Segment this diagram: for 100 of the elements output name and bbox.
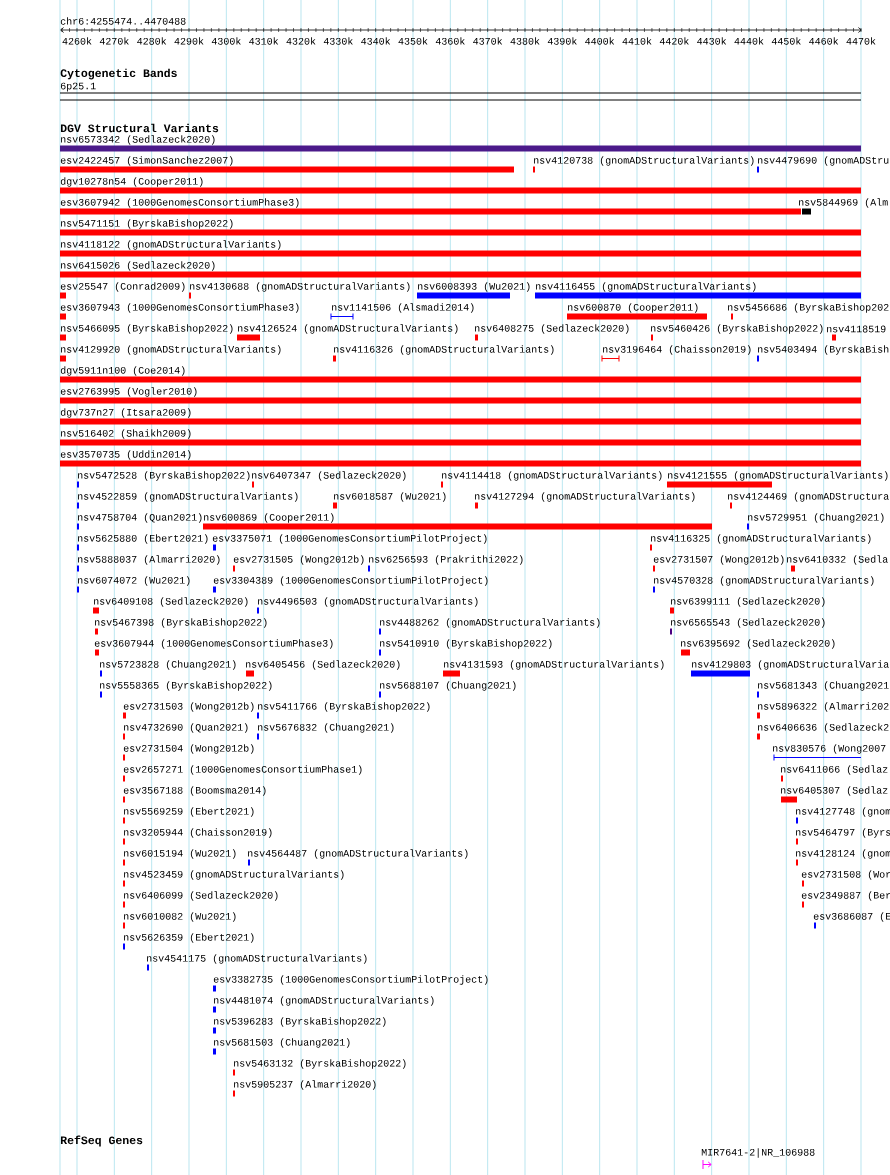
variant-label: esv2349887 (Ber <box>801 891 890 901</box>
variant-label: nsv5625880 (Ebert2021) <box>78 534 208 544</box>
variant-label: nsv6573342 (Sedlazeck2020) <box>61 135 215 145</box>
tick-label: 4320k <box>286 37 316 45</box>
variant-label: nsv516402 (Shaikh2009) <box>61 429 191 439</box>
tick-label: 4420k <box>659 37 689 45</box>
tick-label: 4290k <box>174 37 204 45</box>
variant-label: nsv6411066 (Sedlaz <box>781 765 888 775</box>
variant-label: nsv5467398 (ByrskaBishop2022) <box>95 618 267 628</box>
tick-label: 4440k <box>734 37 764 45</box>
variant-label: nsv4118122 (gnomADStructuralVariants) <box>61 240 281 250</box>
variant-label: esv2731507 (Wong2012b) <box>653 555 784 565</box>
tick-label: 4280k <box>137 37 167 45</box>
variant-label: nsv6405456 (Sedlazeck2020) <box>246 660 400 670</box>
variant-label: esv3607943 (1000GenomesConsortiumPhase3) <box>60 303 299 313</box>
variant-label: nsv6256593 (Prakrithi2022) <box>369 555 523 565</box>
variant-label: esv3607942 (1000GenomesConsortiumPhase3) <box>60 198 299 208</box>
variant-label: nsv4130688 (gnomADStructuralVariants) <box>190 282 410 292</box>
tick-label: 4310k <box>249 37 279 45</box>
tick-label: 4330k <box>323 37 353 45</box>
variant-label: nsv5888037 (Almarri2020) <box>78 555 220 565</box>
variant-label: nsv6410332 (Sedla <box>787 555 888 565</box>
variant-label: nsv6406636 (Sedlazeck2 <box>758 723 889 733</box>
variant-label: nsv6408275 (Sedlazeck2020) <box>475 324 629 334</box>
variant-label: nsv5676832 (Chuang2021) <box>258 723 394 733</box>
variant-label: nsv6409108 (Sedlazeck2020) <box>94 597 248 607</box>
variant-label: nsv4570328 (gnomADStructuralVariants) <box>654 576 874 586</box>
variant-label: esv2657271 (1000GenomesConsortiumPhase1) <box>123 765 362 775</box>
variant-label: nsv6395692 (Sedlazeck2020) <box>681 639 835 649</box>
variant-label: nsv5723828 (Chuang2021) <box>100 660 236 670</box>
variant-label: nsv4129920 (gnomADStructuralVariants) <box>61 345 281 355</box>
tick-label: 4270k <box>99 37 129 45</box>
variant-label: nsv5472528 (ByrskaBishop2022) <box>78 471 250 481</box>
variant-label: nsv600870 (Cooper2011) <box>568 303 698 313</box>
variant-label: nsv5410910 (ByrskaBishop2022) <box>380 639 552 649</box>
tick-label: 4300k <box>211 37 241 45</box>
variant-label: nsv5681343 (Chuang2021 <box>758 681 889 691</box>
variant-label: esv2731508 (Wor <box>801 870 890 880</box>
variant-label: nsv5558365 (ByrskaBishop2022) <box>100 681 272 691</box>
variant-label: nsv5460426 (ByrskaBishop2022) <box>651 324 823 334</box>
variant-label: nsv830576 (Wong2007 <box>773 744 886 754</box>
variant-label: nsv4523459 (gnomADStructuralVariants) <box>124 870 344 880</box>
variant-label: nsv6015194 (Wu2021) <box>124 849 236 859</box>
tick-label: 4340k <box>361 37 391 45</box>
variant-label: nsv6074072 (Wu2021) <box>78 576 190 586</box>
variant-label: esv3375071 (1000GenomesConsortiumPilotProject) <box>212 534 487 544</box>
tick-label: 4350k <box>398 37 428 45</box>
variant-label: nsv5729951 (Chuang2021) <box>748 513 884 523</box>
variant-label: nsv3196464 (Chaisson2019) <box>603 345 751 355</box>
variant-label: nsv6415026 (Sedlazeck2020) <box>61 261 215 271</box>
variant-label: nsv4758704 (Quan2021) <box>78 513 202 523</box>
variant-label: dgv5911n100 (Coe2014) <box>60 366 185 376</box>
tick-label: 4470k <box>846 37 876 45</box>
variant-label: esv3686087 (E <box>813 912 890 922</box>
variant-label: nsv4479690 (gnomADStru <box>758 156 889 166</box>
variant-label: nsv4116326 (gnomADStructuralVariants) <box>334 345 554 355</box>
variant-label: nsv4120738 (gnomADStructuralVariants) <box>534 156 754 166</box>
tick-label: 4260k <box>62 37 92 45</box>
variant-label: nsv6018587 (Wu2021) <box>334 492 446 502</box>
variant-label: nsv4118519 <box>827 325 886 333</box>
variant-label: dgv737n27 (Itsara2009) <box>60 408 191 418</box>
variant-label: nsv4522859 (gnomADStructuralVariants) <box>78 492 298 502</box>
tick-label: 4370k <box>473 37 503 45</box>
region-title: chr6:4255474..4470488 <box>60 17 186 25</box>
tick-label: 4400k <box>585 37 615 45</box>
variant-label: nsv6010082 (Wu2021) <box>124 912 236 922</box>
variant-label: esv2731503 (Wong2012b) <box>123 702 254 712</box>
variant-label: nsv3205944 (Chaisson2019) <box>124 828 272 838</box>
variant-label: nsv4481074 (gnomADStructuralVariants) <box>214 996 434 1006</box>
variant-label: esv3607944 (1000GenomesConsortiumPhase3) <box>94 639 333 649</box>
variant-label: nsv4541175 (gnomADStructuralVariants) <box>147 954 367 964</box>
variant-label: nsv5626359 (Ebert2021) <box>124 933 254 943</box>
variant-label: nsv4131593 (gnomADStructuralVariants) <box>444 660 664 670</box>
variant-label: nsv4124469 (gnomADStructura <box>728 492 889 502</box>
variant-label: nsv4129803 (gnomADStructuralVaria <box>692 660 889 670</box>
variant-label: nsv4121555 (gnomADStructuralVariants) <box>668 471 888 481</box>
band-label: 6p25.1 <box>60 82 96 92</box>
variant-label: nsv4496503 (gnomADStructuralVariants) <box>258 597 478 607</box>
track-heading: DGV Structural Variants <box>60 123 219 133</box>
variant-label: nsv5896322 (Almarri202 <box>758 702 889 712</box>
variant-label: nsv5411766 (ByrskaBishop2022) <box>258 702 430 712</box>
variant-label: nsv5569259 (Ebert2021) <box>124 807 254 817</box>
variant-label: nsv6406099 (Sedlazeck2020) <box>124 891 278 901</box>
tick-label: 4390k <box>547 37 577 45</box>
variant-label: esv3382735 (1000GenomesConsortiumPilotProject) <box>213 975 488 985</box>
variant-label: nsv5905237 (Almarri2020) <box>234 1080 376 1090</box>
variant-label: esv2763995 (Vogler2010) <box>60 387 197 397</box>
variant-label: nsv4114418 (gnomADStructuralVariants) <box>442 471 662 481</box>
tick-label: 4460k <box>809 37 839 45</box>
variant-label: nsv4116455 (gnomADStructuralVariants) <box>536 282 756 292</box>
variant-label: nsv5456686 (ByrskaBishop202 <box>728 303 889 313</box>
variant-label: nsv4126524 (gnomADStructuralVariants) <box>238 324 458 334</box>
variant-label: nsv4732690 (Quan2021) <box>124 723 248 733</box>
variant-label: nsv5471151 (ByrskaBishop2022) <box>61 219 233 229</box>
tick-label: 4410k <box>622 37 652 45</box>
tick-label: 4430k <box>697 37 727 45</box>
variant-label: esv25547 (Conrad2009) <box>60 282 185 292</box>
variant-label: esv3304389 (1000GenomesConsortiumPilotProject) <box>213 576 488 586</box>
variant-label: dgv10278n54 (Cooper2011) <box>60 177 203 187</box>
track-heading: RefSeq Genes <box>60 1135 143 1147</box>
